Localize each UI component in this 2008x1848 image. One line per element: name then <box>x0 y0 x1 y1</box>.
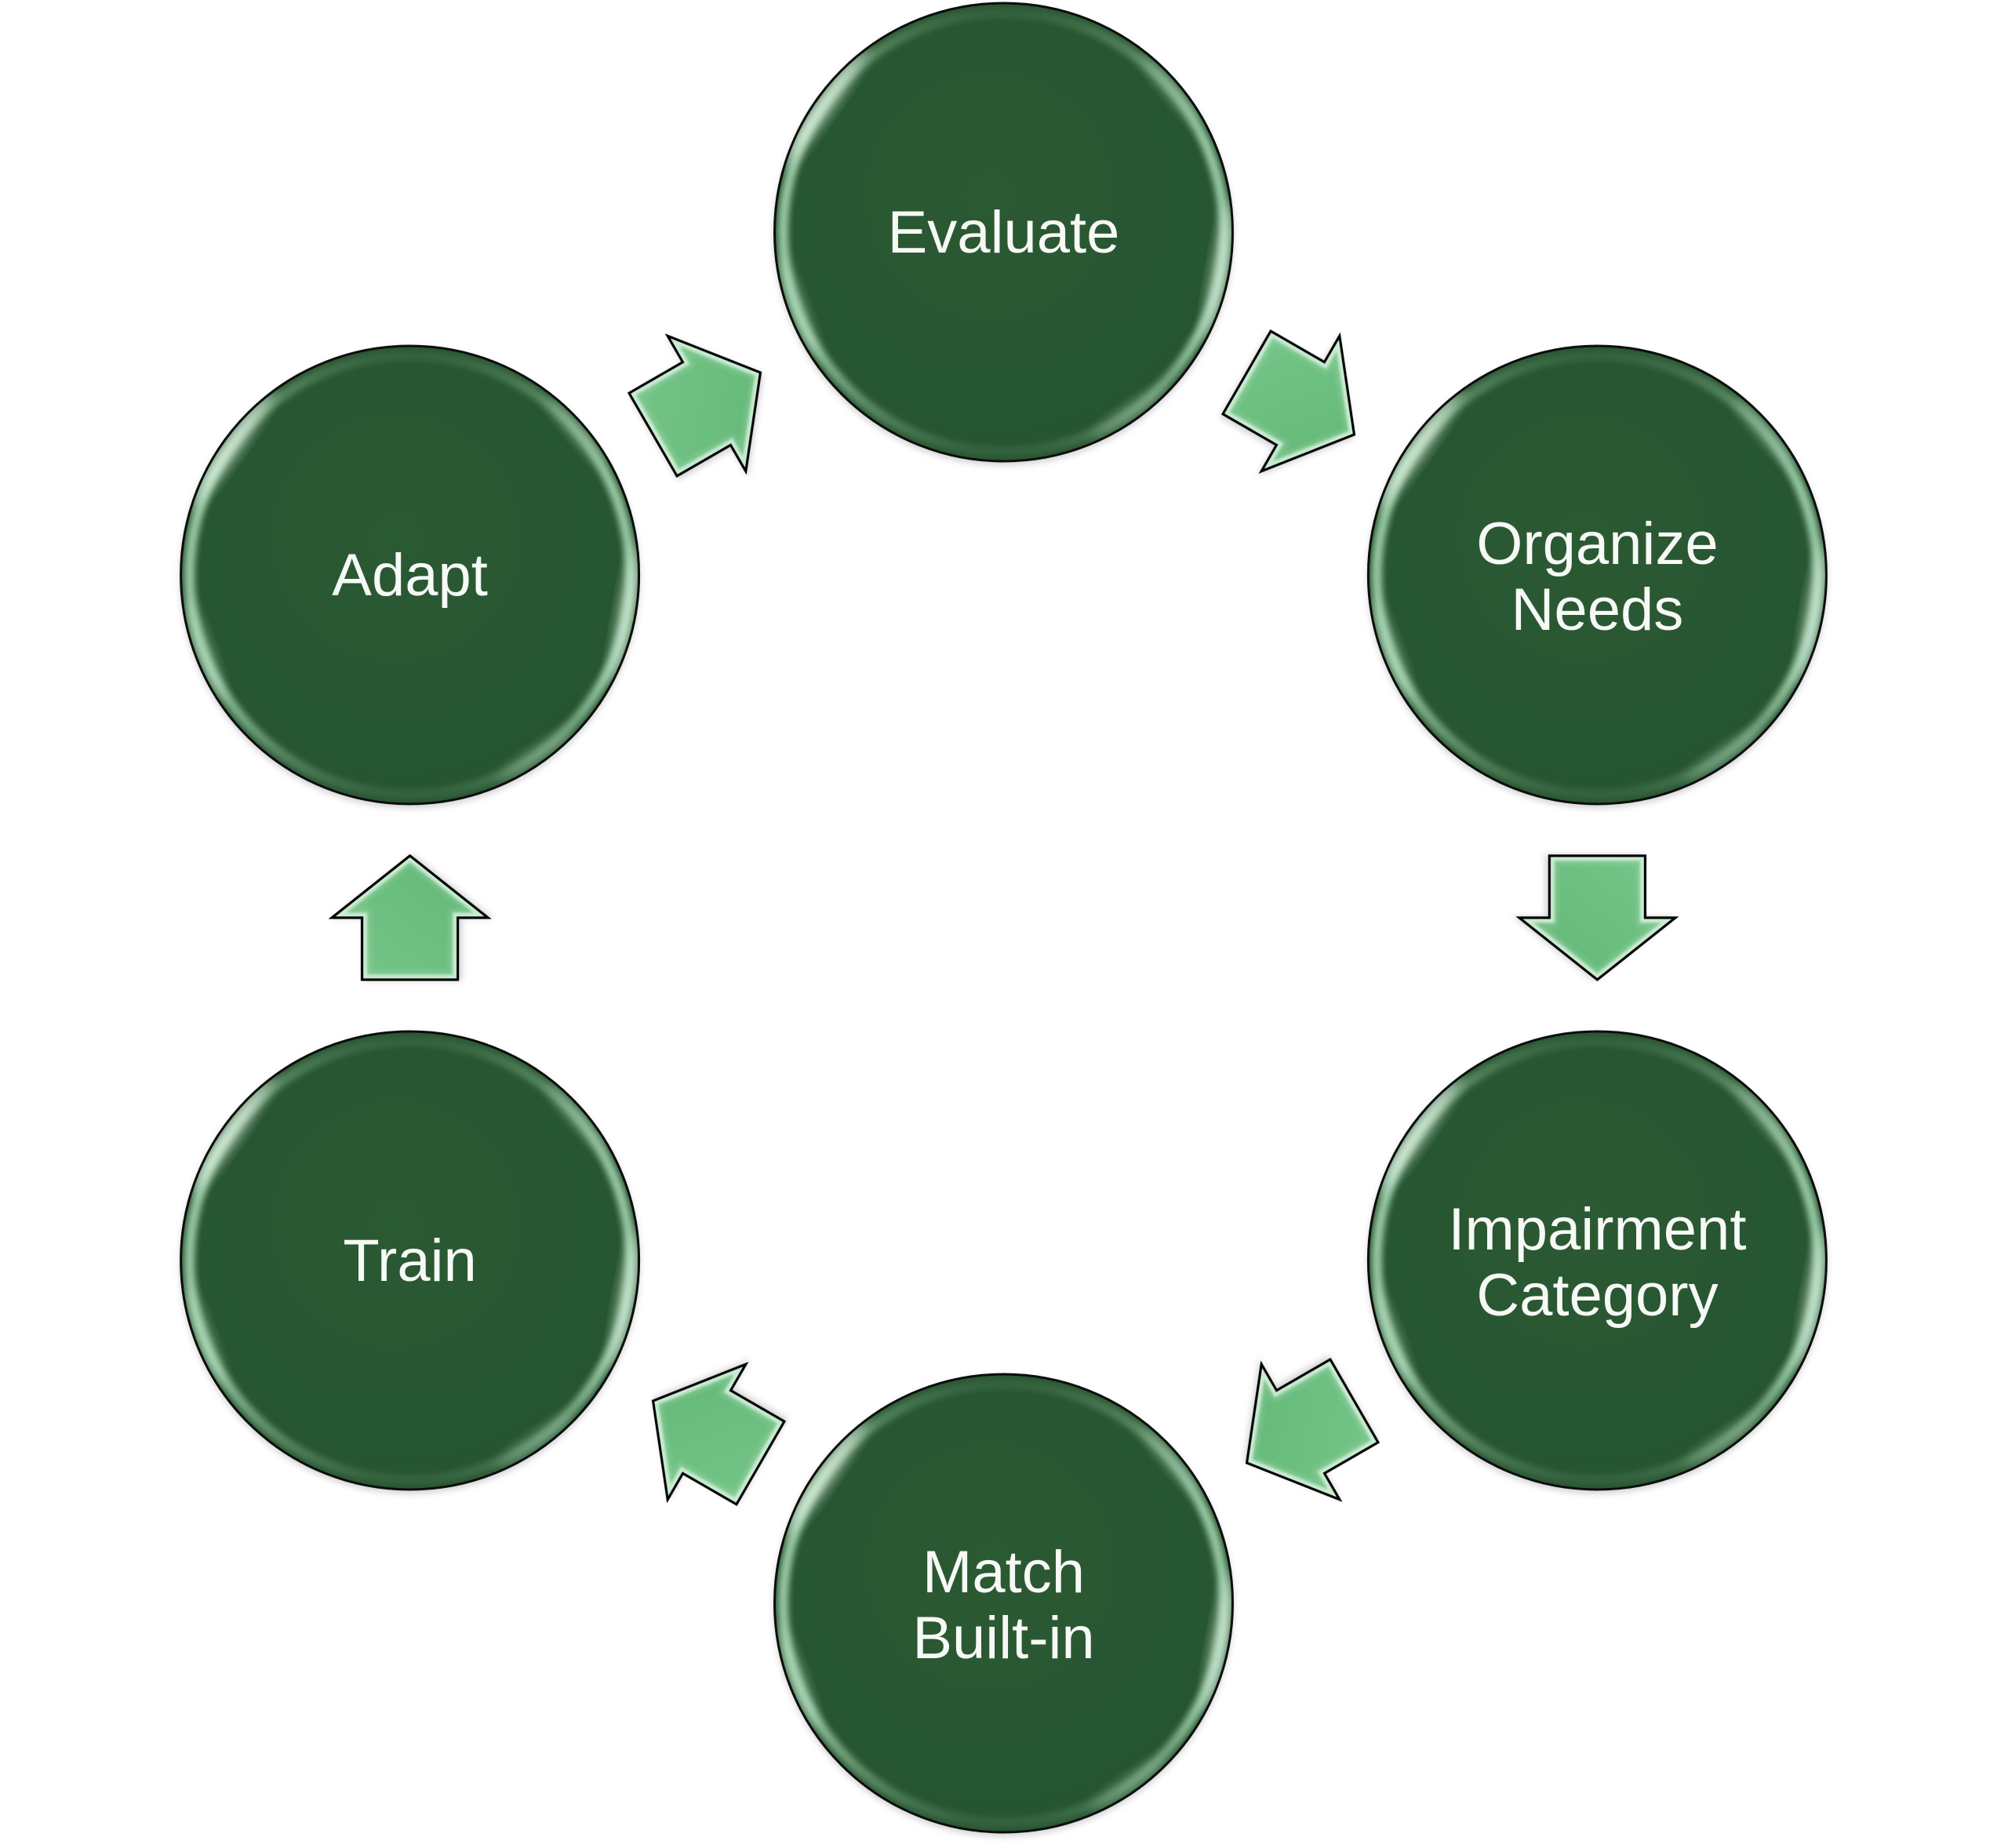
svg-text:Evaluate: Evaluate <box>888 199 1120 266</box>
svg-text:Match: Match <box>922 1539 1085 1606</box>
svg-text:Adapt: Adapt <box>332 542 488 609</box>
svg-text:Impairment: Impairment <box>1448 1196 1746 1263</box>
svg-text:Train: Train <box>343 1228 476 1294</box>
svg-text:Needs: Needs <box>1511 577 1684 643</box>
svg-text:Organize: Organize <box>1476 511 1718 577</box>
svg-text:Built-in: Built-in <box>912 1605 1094 1672</box>
svg-text:Category: Category <box>1476 1262 1718 1329</box>
